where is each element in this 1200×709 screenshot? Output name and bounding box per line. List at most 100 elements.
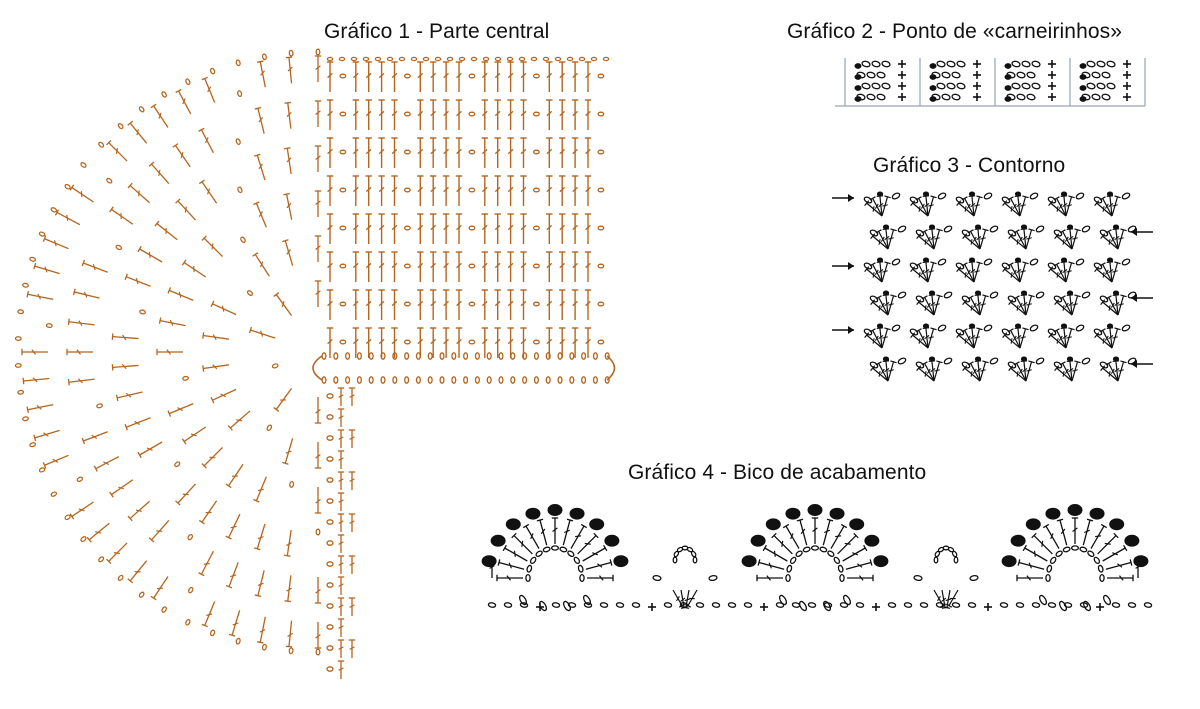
puff-stitch — [882, 356, 890, 362]
chain-stitch — [403, 225, 411, 231]
chain-stitch — [138, 591, 145, 598]
dc-stitch — [520, 213, 527, 244]
dc-stitch — [172, 143, 191, 168]
chain-stitch — [855, 602, 865, 608]
chain-stitch — [1127, 602, 1137, 608]
dc-stitch — [1054, 233, 1073, 250]
chain-stitch — [326, 393, 334, 399]
dc-stitch — [551, 517, 559, 544]
chain-stitch — [326, 645, 334, 651]
dc-stitch — [417, 289, 424, 320]
dc-stitch — [962, 299, 981, 316]
chain-stitch — [532, 263, 540, 269]
dc-stitch — [1107, 574, 1134, 582]
puff-stitch — [1060, 257, 1068, 263]
chain-stitch — [1099, 573, 1105, 583]
dc-stitch — [337, 450, 345, 469]
chain-stitch — [403, 111, 411, 117]
chain-stitch — [463, 352, 469, 360]
fan-cluster — [1093, 257, 1131, 283]
dc-stitch — [910, 200, 929, 217]
dc-stitch — [314, 235, 322, 262]
dc-stitch — [571, 137, 579, 168]
sc-stitch — [1123, 71, 1131, 79]
chain-stitch — [532, 111, 540, 117]
dc-stitch — [796, 518, 808, 546]
fan-cluster — [915, 224, 953, 250]
dc-stitch — [1025, 228, 1035, 250]
fan-cluster — [1047, 323, 1085, 349]
dc-stitch — [391, 99, 398, 130]
puff-stitch — [1004, 85, 1012, 91]
dc-stitch — [1016, 574, 1043, 582]
chain-stitch — [451, 376, 457, 384]
dc-stitch — [494, 327, 501, 358]
dc-stitch — [254, 106, 265, 134]
dc-stitch — [1008, 299, 1027, 316]
chain-stitch — [321, 352, 327, 360]
chart4-finishing-edge — [481, 504, 1153, 612]
dc-stitch — [111, 333, 139, 341]
dc-stitch — [864, 200, 883, 217]
chain-stitch — [1047, 328, 1057, 336]
chain-stitch — [380, 376, 386, 384]
dc-stitch — [430, 61, 437, 92]
puff-stitch — [854, 85, 862, 91]
dc-stitch — [571, 213, 579, 244]
dc-stitch — [348, 513, 356, 532]
chain-stitch — [326, 624, 334, 630]
dc-stitch — [536, 518, 548, 546]
puff-stitch — [876, 323, 884, 329]
puff-stitch — [1112, 290, 1120, 296]
puff-stitch — [882, 224, 890, 230]
chain-stitch — [117, 123, 124, 130]
chain-stitch — [403, 187, 411, 193]
chain-stitch — [1127, 291, 1137, 299]
chain-stitch — [510, 352, 516, 360]
chain-stitch — [38, 231, 46, 237]
chain-stitch — [961, 229, 971, 237]
puff-stitch — [525, 507, 541, 520]
dc-stitch — [546, 251, 553, 282]
puff-stitch — [1079, 85, 1087, 91]
chain-stitch — [869, 229, 879, 237]
dc-stitch — [559, 61, 566, 92]
dc-stitch — [1002, 266, 1021, 283]
chain-stitch — [881, 60, 891, 68]
dc-stitch — [916, 365, 935, 382]
chain-stitch — [486, 376, 492, 384]
dc-stitch — [979, 294, 989, 316]
dc-stitch — [455, 213, 463, 244]
dc-stitch — [494, 175, 501, 206]
fan-cluster — [1099, 290, 1137, 316]
chain-stitch — [427, 376, 433, 384]
dc-stitch — [1071, 360, 1081, 382]
chain-stitch — [326, 498, 334, 504]
chain-stitch — [557, 352, 563, 360]
puff-stitch — [929, 96, 937, 102]
chain-stitch — [1127, 225, 1137, 233]
chain-stitch — [271, 363, 279, 369]
chain-stitch — [22, 282, 29, 288]
chain-stitch — [915, 295, 925, 303]
dc-stitch — [378, 175, 385, 206]
chain-stitch — [339, 301, 347, 307]
puff-stitch — [873, 555, 889, 568]
chain-stitch — [778, 594, 788, 606]
chain-stitch — [869, 295, 879, 303]
chain-stitch — [599, 602, 609, 608]
dc-stitch — [837, 532, 859, 555]
chain-stitch — [1093, 196, 1103, 204]
dc-stitch — [962, 233, 981, 250]
chain-stitch — [498, 376, 504, 384]
dc-stitch — [881, 261, 891, 283]
dc-stitch — [81, 259, 108, 273]
chain-stitch — [468, 149, 476, 155]
dc-stitch — [520, 251, 527, 282]
chain-stitch — [597, 301, 605, 307]
chain-stitch — [17, 309, 25, 315]
dc-stitch — [442, 327, 450, 358]
dc-stitch — [559, 175, 566, 206]
dc-stitch — [571, 99, 579, 130]
chain-stitch — [597, 339, 605, 345]
